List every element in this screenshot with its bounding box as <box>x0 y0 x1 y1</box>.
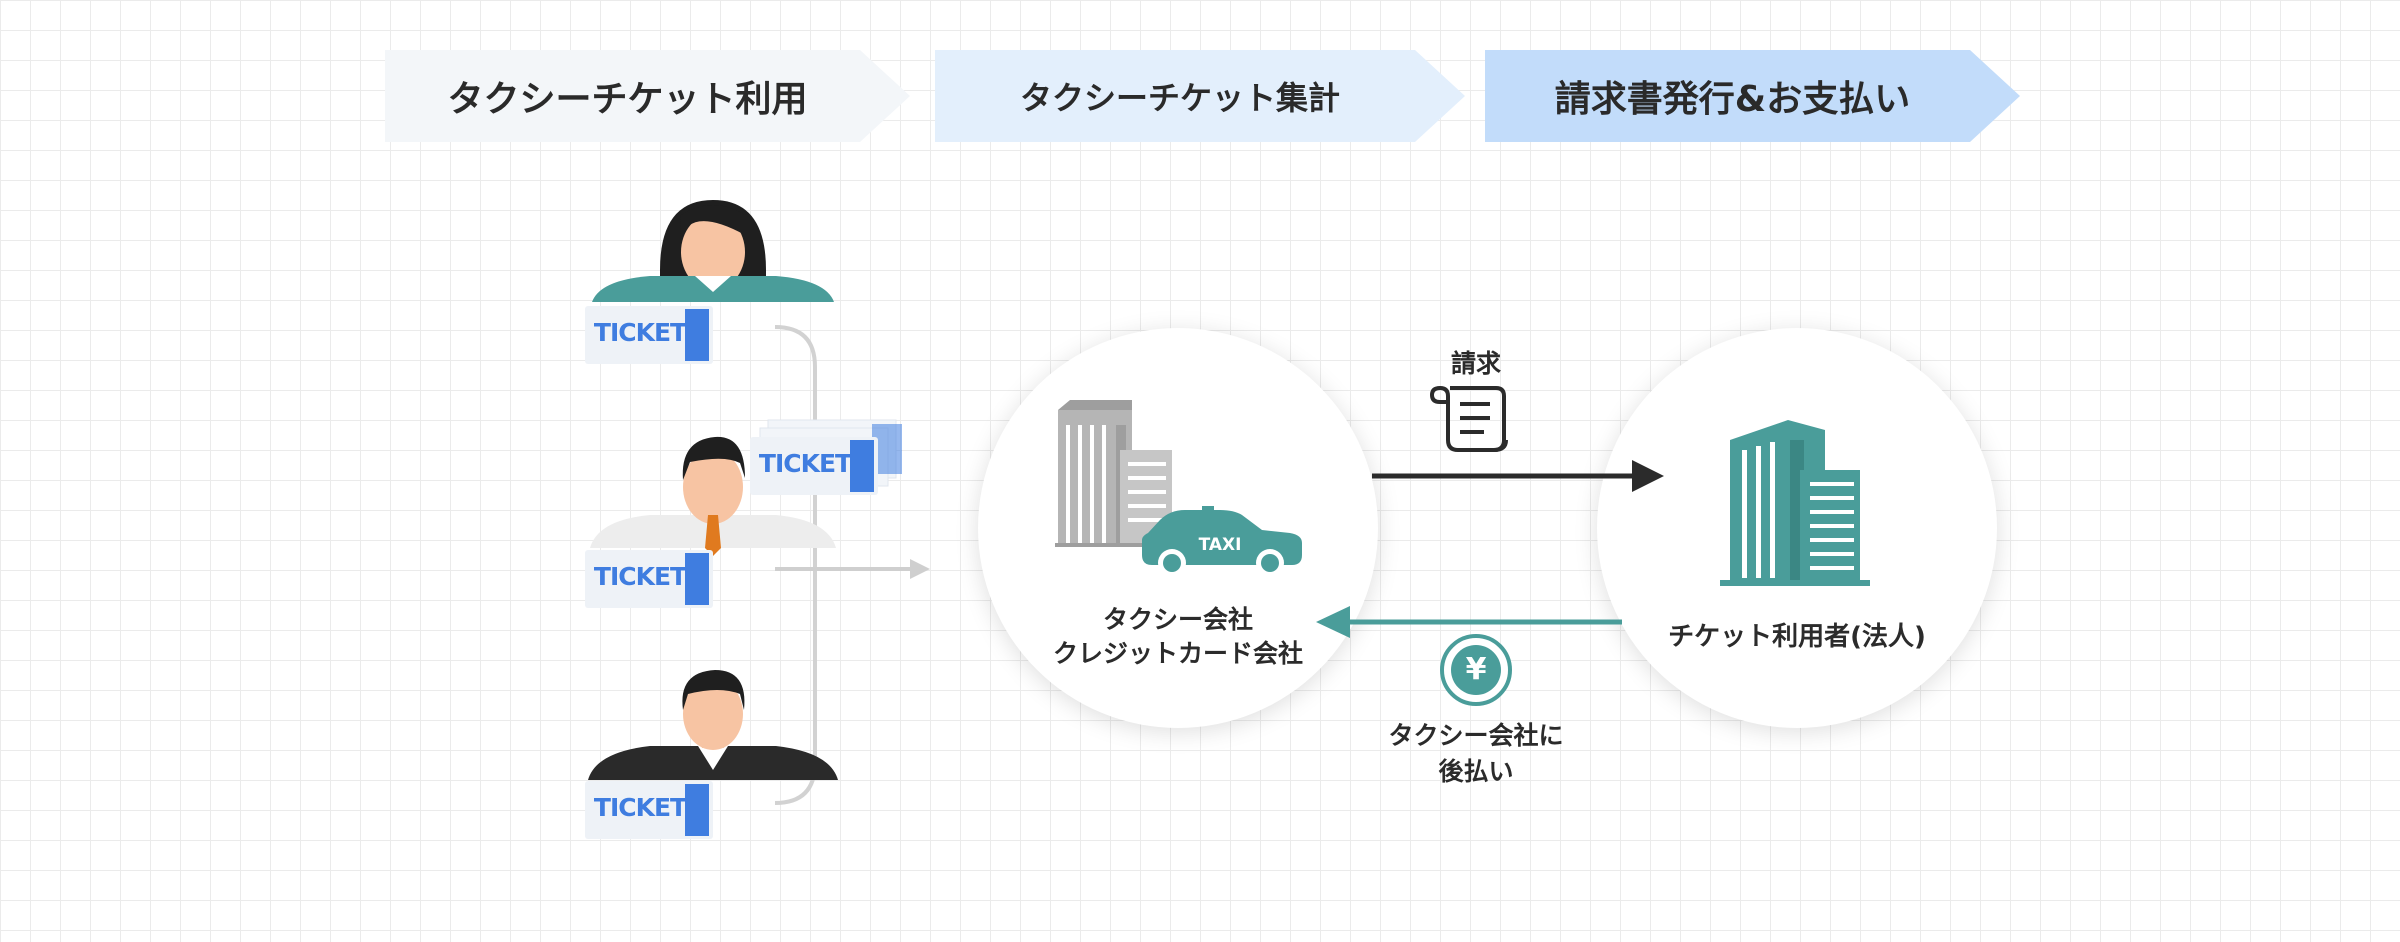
payment-label-line2: 後払い <box>1438 757 1514 786</box>
taxi-company-label-line1: タクシー会社 <box>1102 605 1253 634</box>
corporate-user-label: チケット利用者(法人) <box>1668 622 1926 652</box>
flow-stage-ticket-use: タクシーチケット利用 <box>385 50 910 142</box>
man-suit-avatar-icon <box>588 670 838 780</box>
ticket-label-2: TICKET <box>593 562 687 591</box>
invoice-scroll-icon <box>1430 386 1508 452</box>
flow-stage-ticket-aggregation: タクシーチケット集計 <box>935 50 1465 142</box>
corporate-building-icon <box>1720 420 1870 586</box>
ticket-label-1: TICKET <box>593 318 687 347</box>
flow-stage-invoice-payment: 請求書発行&お支払い <box>1485 50 2020 142</box>
taxi-sign: TAXI <box>1198 535 1242 555</box>
taxi-car-icon <box>1142 506 1302 577</box>
ticket-stack <box>750 419 902 495</box>
flow-stage-label: タクシーチケット利用 <box>447 79 808 120</box>
ticket-stack-label: TICKET <box>758 449 852 478</box>
taxi-company-label-line2: クレジットカード会社 <box>1052 639 1303 668</box>
payment-label-line1: タクシー会社に <box>1388 721 1564 750</box>
billing-label: 請求 <box>1450 349 1501 378</box>
ticket-label-3: TICKET <box>593 793 687 822</box>
yen-symbol: ¥ <box>1465 652 1487 687</box>
man-tie-avatar-icon <box>590 436 836 556</box>
ticket-bracket <box>774 325 817 805</box>
billing-arrow <box>1372 460 1664 492</box>
flow-stage-label: 請求書発行&お支払い <box>1554 79 1911 120</box>
flow-stage-label: タクシーチケット集計 <box>1019 79 1340 117</box>
payment-arrow <box>1316 606 1622 638</box>
yen-coin-icon <box>1440 634 1512 706</box>
woman-avatar-icon <box>592 200 834 302</box>
aggregate-arrow <box>775 559 930 579</box>
